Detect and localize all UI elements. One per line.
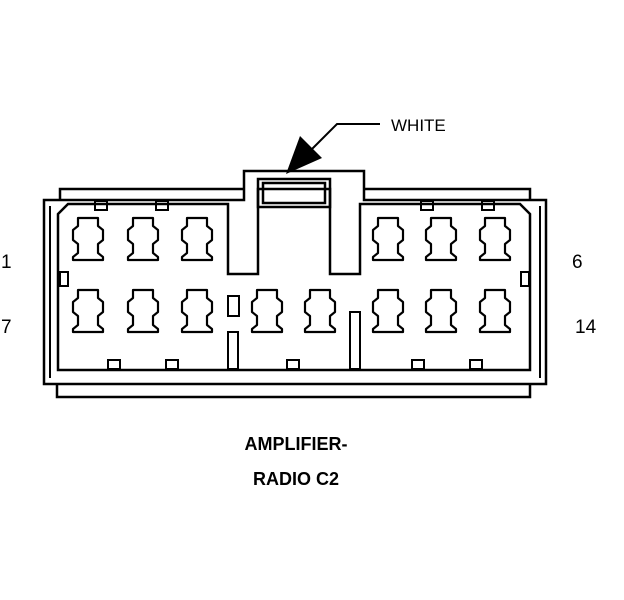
- top-tab: [94, 200, 108, 211]
- cavity-pin-7: [71, 288, 105, 334]
- left-top-flange: [58, 187, 244, 200]
- cavity-pin-14: [478, 288, 512, 334]
- latch-window-inner: [261, 181, 327, 205]
- cavity-pin-8: [126, 288, 160, 334]
- cavity-pin-3: [180, 216, 214, 262]
- latch-window: [256, 177, 332, 209]
- connector-inner-outline: [56, 187, 532, 372]
- pin-label-7: 7: [1, 317, 12, 338]
- center-key: [227, 295, 240, 317]
- cavity-pin-4: [371, 216, 405, 262]
- bottom-tab: [165, 359, 179, 370]
- bottom-tab: [286, 359, 300, 370]
- cavity-pin-12: [371, 288, 405, 334]
- pin-label-14: 14: [575, 317, 597, 338]
- pin-label-6: 6: [572, 252, 583, 273]
- cavity-pin-9: [180, 288, 214, 334]
- top-tab: [420, 200, 434, 211]
- wire-color-label: WHITE: [391, 116, 446, 135]
- cavity-pin-1: [71, 216, 105, 262]
- pin-label-1: 1: [1, 252, 12, 273]
- connector-title-line2: RADIO C2: [252, 469, 339, 489]
- cavity-pin-5: [424, 216, 458, 262]
- arrowhead-icon: [286, 136, 322, 174]
- cavity-pin-10: [250, 288, 284, 334]
- bottom-tab: [469, 359, 483, 370]
- right-side-tab: [520, 271, 530, 287]
- top-tab: [155, 200, 169, 211]
- color-leader-arrow: [286, 123, 380, 174]
- left-side-tab: [59, 271, 69, 287]
- cavity-pin-11: [303, 288, 337, 334]
- cavity-pin-6: [478, 216, 512, 262]
- center-divider: [227, 331, 239, 370]
- cavity-pin-2: [126, 216, 160, 262]
- center-divider: [349, 311, 361, 370]
- connector-base-rail: [55, 384, 532, 399]
- top-tab: [481, 200, 495, 211]
- bottom-tab: [107, 359, 121, 370]
- connector-body: [42, 169, 548, 386]
- bottom-tab: [411, 359, 425, 370]
- connector-title-line1: AMPLIFIER-: [244, 434, 348, 454]
- right-top-flange: [364, 187, 532, 200]
- cavity-pin-13: [424, 288, 458, 334]
